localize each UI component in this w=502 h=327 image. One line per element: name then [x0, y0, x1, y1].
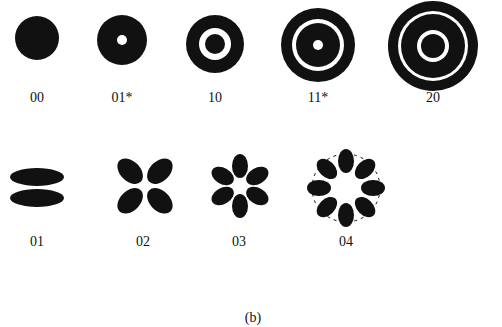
mode-label: 03 [232, 235, 246, 249]
mode-spot [15, 16, 59, 60]
mode-label: 02 [136, 235, 150, 249]
mode-spot [97, 15, 147, 65]
mode-ring [186, 15, 244, 73]
mode-label: 04 [339, 235, 353, 249]
mode-lobes [10, 168, 64, 207]
panel-label: (b) [245, 311, 261, 325]
mode-ring [388, 1, 478, 91]
mode-label: 01 [30, 235, 44, 249]
mode-lobes [208, 154, 271, 218]
mode-label: 11* [308, 91, 328, 105]
mode-label: 10 [208, 91, 222, 105]
mode-label: 01* [112, 91, 133, 105]
mode-label: 20 [426, 91, 440, 105]
mode-ring [281, 8, 355, 82]
mode-lobes [112, 153, 177, 218]
mode-lobes [307, 149, 385, 227]
mode-label: 00 [30, 91, 44, 105]
